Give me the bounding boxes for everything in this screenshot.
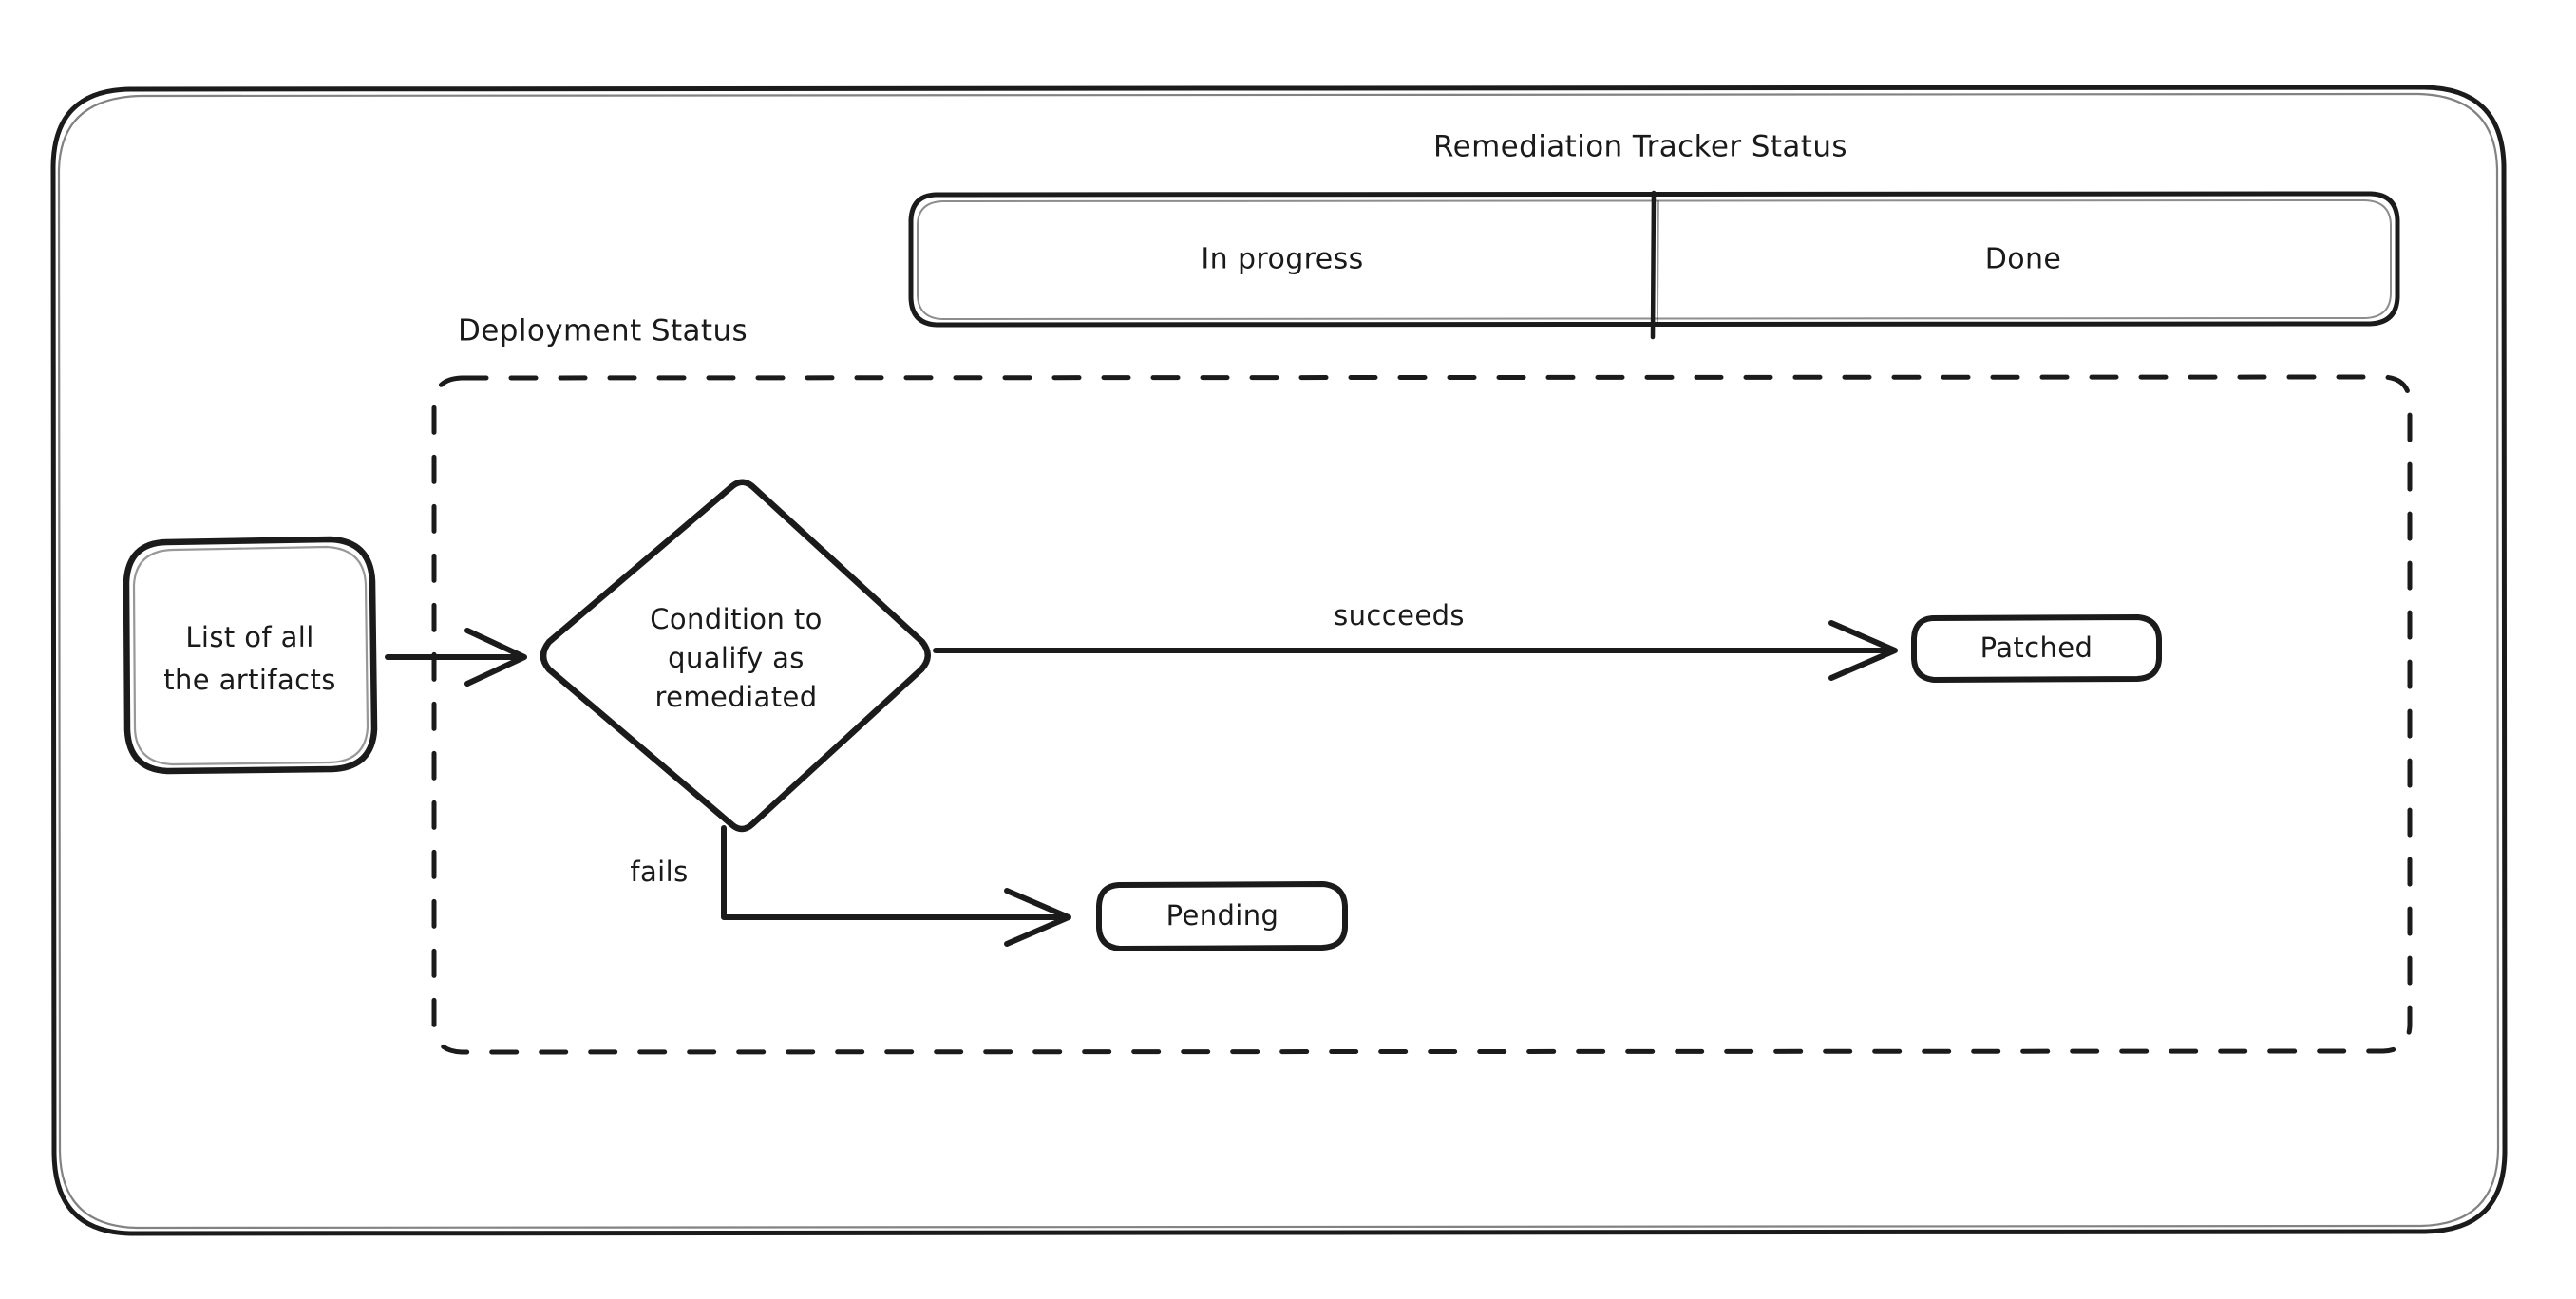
outer-container: [50, 85, 2508, 1236]
edge-source-to-decision: [385, 628, 527, 687]
node-condition-label-line3: remediated: [654, 681, 817, 713]
edge-fails-to-pending: [721, 825, 1071, 947]
edge-fails-label: fails: [630, 856, 688, 888]
node-condition-label-line2: qualify as: [668, 642, 805, 674]
node-list-of-artifacts-label-line1: List of all: [185, 621, 313, 653]
remediation-tracker-bar: [908, 190, 2400, 340]
remediation-tracker-status-label: Remediation Tracker Status: [1433, 130, 1847, 164]
edge-succeeds-to-patched: [933, 620, 1898, 681]
deployment-status-label: Deployment Status: [458, 314, 748, 348]
tracker-cell-done[interactable]: Done: [1985, 243, 2062, 276]
node-pending-label: Pending: [1166, 899, 1279, 932]
node-patched[interactable]: Patched: [1911, 614, 2162, 683]
node-patched-label: Patched: [1980, 631, 2093, 664]
node-list-of-artifacts-label-line2: the artifacts: [163, 664, 336, 696]
deployment-status-container: [431, 374, 2413, 1055]
node-condition-label-line1: Condition to: [650, 603, 823, 635]
node-list-of-artifacts[interactable]: List of all the artifacts: [123, 536, 378, 775]
tracker-cell-done-label: Done: [1985, 243, 2062, 276]
node-pending[interactable]: Pending: [1096, 881, 1348, 951]
tracker-bar-divider: [1650, 190, 1657, 340]
edge-succeeds-label: succeeds: [1334, 599, 1465, 631]
tracker-cell-in-progress[interactable]: In progress: [1201, 243, 1363, 276]
node-condition-decision[interactable]: Condition to qualify as remediated: [540, 479, 931, 833]
tracker-cell-in-progress-label: In progress: [1201, 243, 1363, 276]
